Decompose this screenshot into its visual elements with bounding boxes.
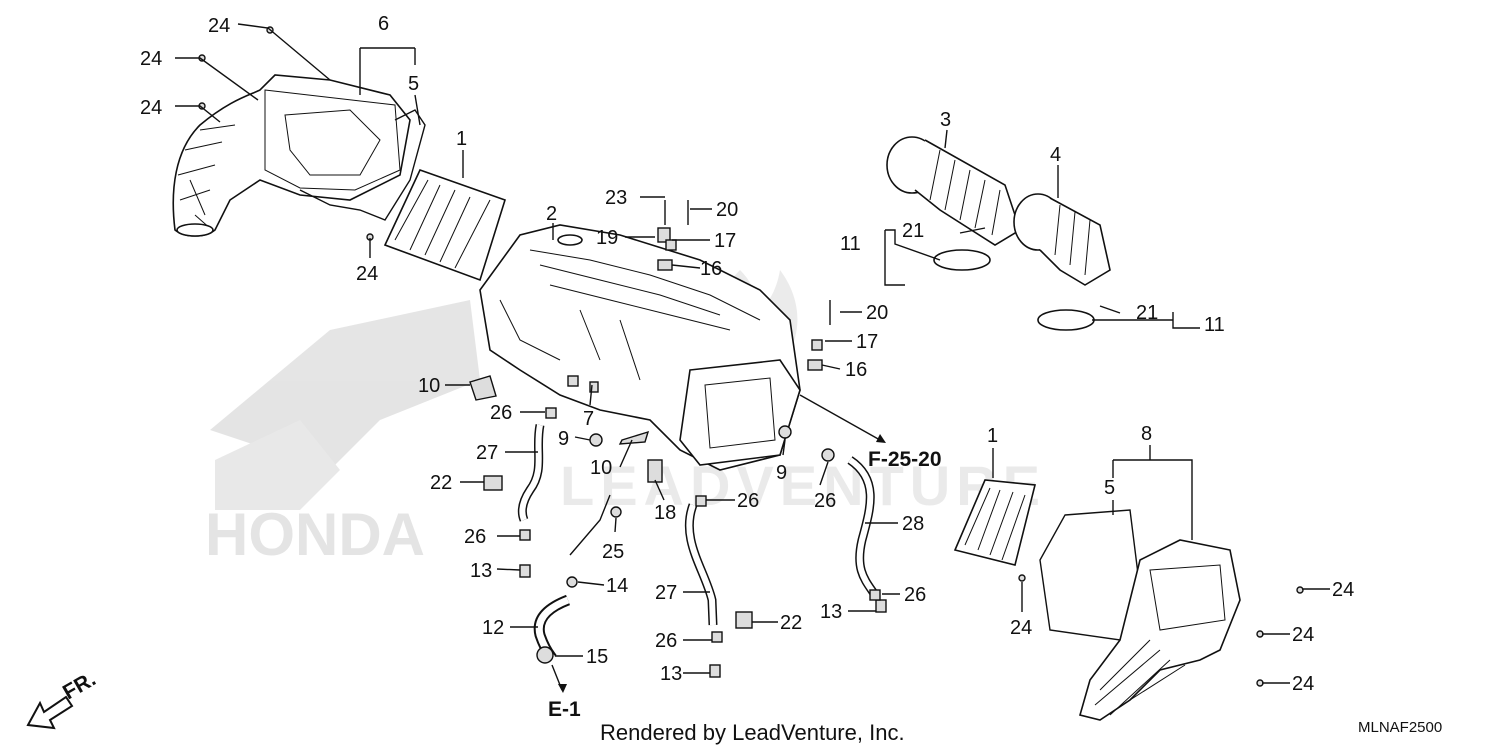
callout-22: 22 [780,612,802,634]
callout-24: 24 [1292,673,1314,695]
callout-20: 20 [866,302,888,324]
callout-21: 21 [1136,302,1158,324]
callout-9: 9 [558,428,569,450]
callout-6: 6 [378,13,389,35]
callout-20: 20 [716,199,738,221]
diagram-code: MLNAF2500 [1358,719,1442,736]
callout-18: 18 [654,502,676,524]
callout-15: 15 [586,646,608,668]
callout-11: 11 [840,233,861,255]
callout-labels: 24 24 24 6 5 1 24 2 23 20 19 17 16 3 4 2… [140,13,1354,695]
honda-wing-watermark: HONDA [205,300,480,568]
callout-13: 13 [660,663,682,685]
callout-24: 24 [208,15,230,37]
callout-26: 26 [904,584,926,606]
callout-26: 26 [464,526,486,548]
callout-5: 5 [1104,477,1115,499]
callout-14: 14 [606,575,628,597]
callout-12: 12 [482,617,504,639]
callout-4: 4 [1050,144,1061,166]
leadventure-watermark-text: LEADVENTURE [560,454,1046,517]
callout-1: 1 [987,425,998,447]
gasket-5-left [299,109,426,221]
drain-hose-27-center [684,503,718,626]
callout-17: 17 [856,331,878,353]
callout-24: 24 [140,48,162,70]
hose-clamps-11 [933,249,1095,331]
reference-e-1: E-1 [548,698,581,721]
callout-7: 7 [583,408,594,430]
air-filter-element-1-left [383,169,506,282]
callout-3: 3 [940,109,951,131]
callout-2: 2 [546,203,557,225]
callout-24: 24 [1332,579,1354,601]
callout-24: 24 [356,263,378,285]
callout-25: 25 [602,541,624,563]
callout-26: 26 [490,402,512,424]
callout-24: 24 [1010,617,1032,639]
callout-21: 21 [902,220,924,242]
callout-27: 27 [476,442,498,464]
callout-9: 9 [776,462,787,484]
left-air-duct-assembly [172,74,411,237]
callout-13: 13 [820,601,842,623]
callout-28: 28 [902,513,924,535]
reference-f-25-20: F-25-20 [868,448,942,471]
arrowheads [558,434,886,693]
callout-10: 10 [418,375,440,397]
callout-19: 19 [596,227,618,249]
callout-17: 17 [714,230,736,252]
air-cleaner-housing [479,224,801,471]
honda-watermark-text: HONDA [205,501,425,568]
callout-22: 22 [430,472,452,494]
callout-8: 8 [1141,423,1152,445]
drain-hose-27-left [517,424,545,522]
drain-hose-28 [847,456,879,598]
callout-16: 16 [700,258,722,280]
intake-funnel-4 [1013,193,1111,286]
render-credit: Rendered by LeadVenture, Inc. [600,720,905,745]
intake-funnel-3 [886,136,1021,246]
callout-23: 23 [605,187,627,209]
callout-24: 24 [140,97,162,119]
front-arrow-icon [26,695,74,730]
right-air-duct-assembly [1079,539,1241,721]
callout-26: 26 [814,490,836,512]
callout-13: 13 [470,560,492,582]
callout-26: 26 [737,490,759,512]
callout-24: 24 [1292,624,1314,646]
callout-11: 11 [1204,314,1225,336]
callout-16: 16 [845,359,867,381]
callout-5: 5 [408,73,419,95]
callout-10: 10 [590,457,612,479]
callout-27: 27 [655,582,677,604]
callout-1: 1 [456,128,467,150]
air-filter-element-1-right [953,479,1037,566]
leader-lines [175,23,1330,691]
small-fasteners [198,26,1304,687]
callout-26: 26 [655,630,677,652]
